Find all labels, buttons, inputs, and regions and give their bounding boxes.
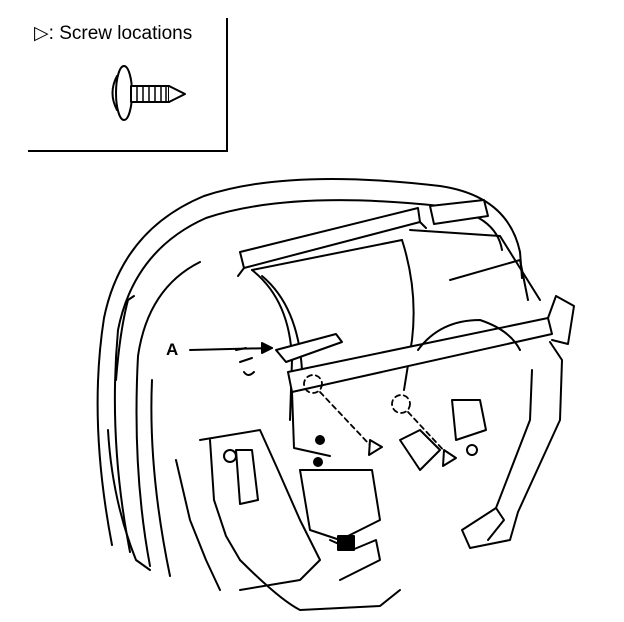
legend-box — [28, 18, 228, 152]
center-panel — [251, 239, 415, 421]
triangle-marker-icon — [368, 439, 457, 467]
screw-icon — [111, 65, 186, 121]
screw-location-guides — [303, 374, 449, 456]
legend-label: Screw locations — [59, 23, 193, 44]
frame-assembly — [175, 229, 575, 611]
part-a-bracket — [189, 333, 343, 363]
triangle-marker-icon: ▷ — [34, 23, 49, 44]
legend-title: ▷: Screw locations — [34, 22, 192, 45]
callout-a: A — [166, 340, 179, 359]
legend-colon: : — [48, 23, 60, 44]
top-trim — [237, 199, 489, 277]
